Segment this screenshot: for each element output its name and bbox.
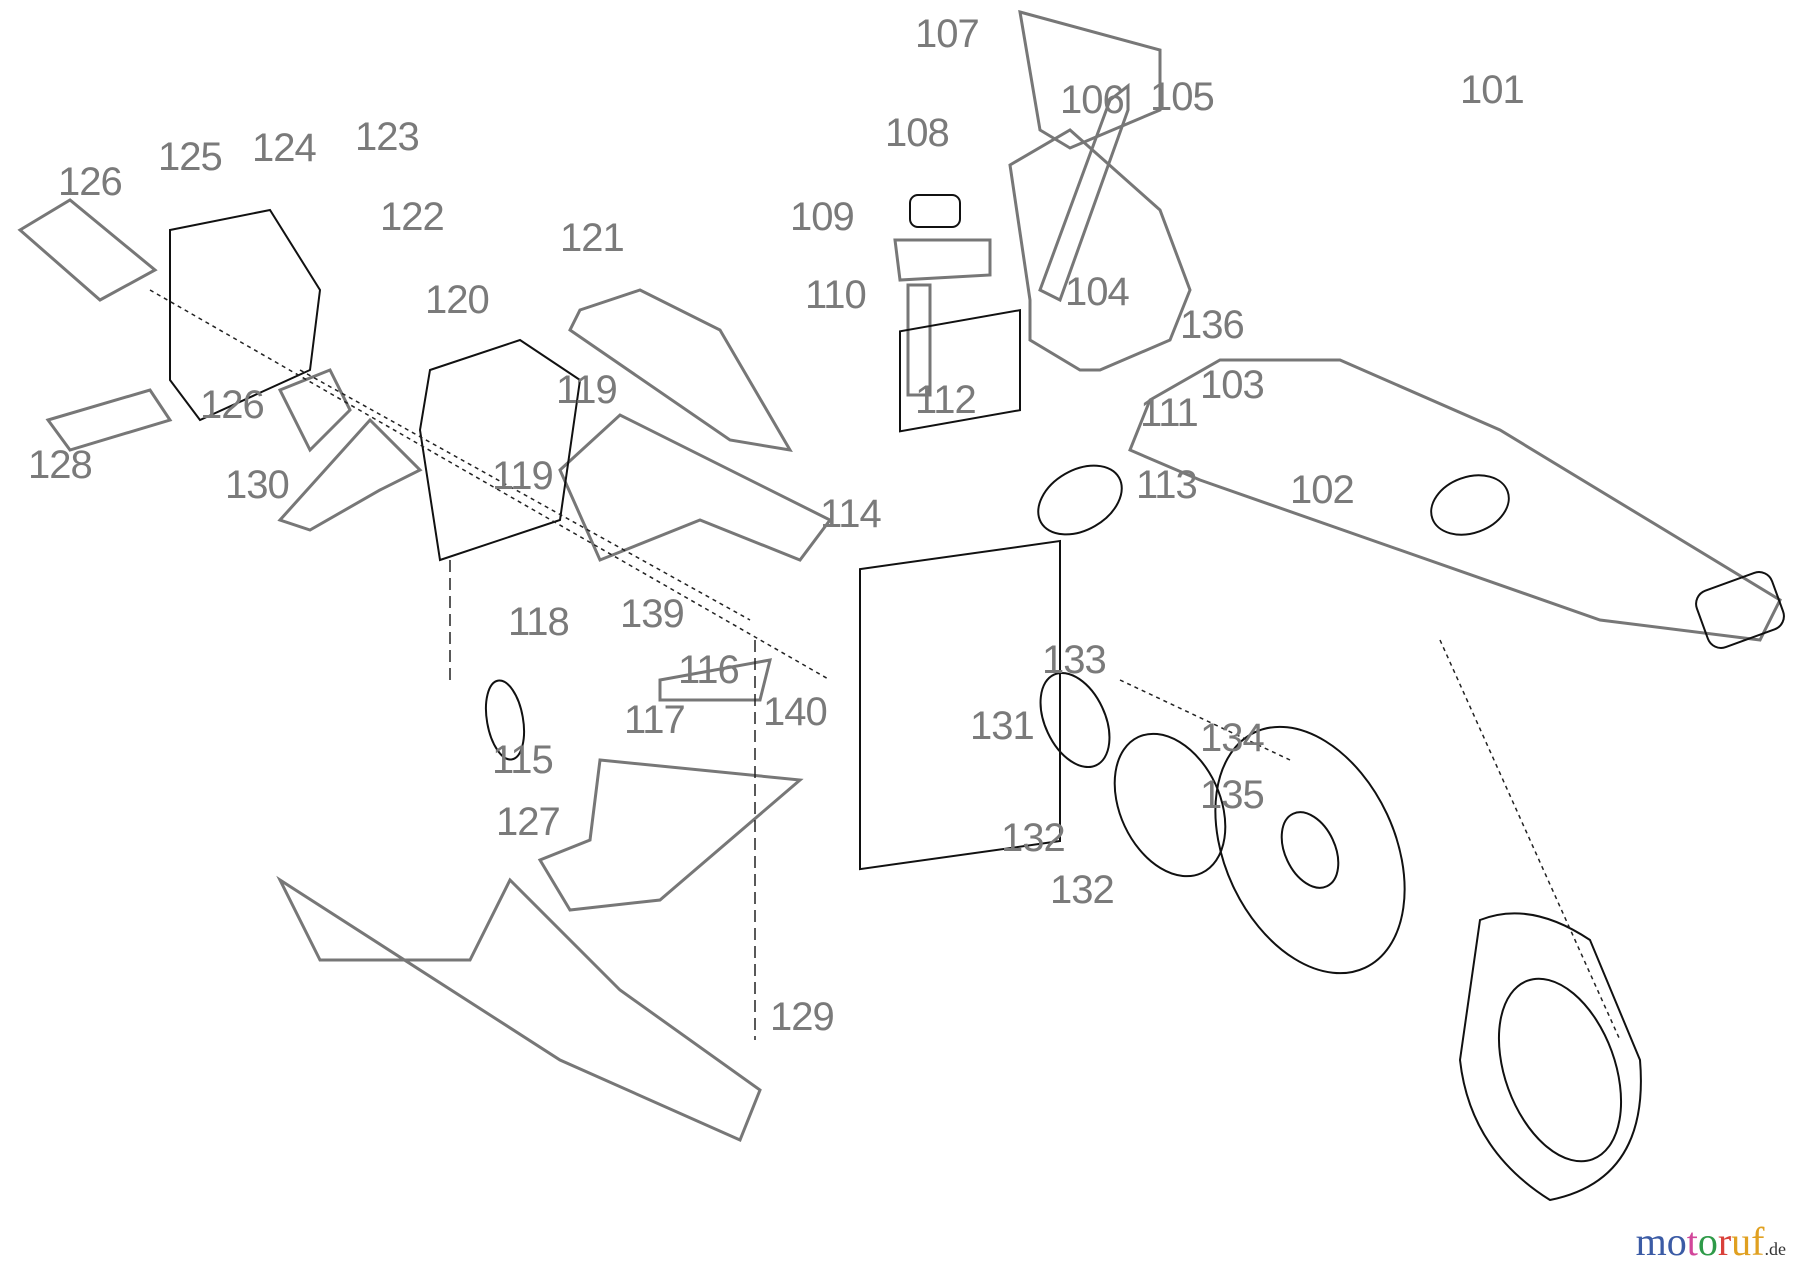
part-label-132b: 132: [1050, 868, 1115, 912]
cylinder-head: [899, 308, 1021, 433]
part-label-120: 120: [425, 278, 490, 322]
crankcase-cover-124: [169, 208, 322, 422]
part-label-121: 121: [560, 216, 625, 260]
piston-108: [909, 194, 961, 228]
group-outline-128: [45, 388, 173, 452]
part-label-130: 130: [225, 463, 290, 507]
group-outline-127: [537, 758, 804, 912]
part-label-117: 117: [624, 698, 686, 742]
part-label-110: 110: [805, 273, 867, 317]
part-label-105: 105: [1150, 75, 1215, 119]
watermark-letter: f: [1751, 1219, 1765, 1264]
part-label-119b: 119: [556, 368, 618, 412]
fan-cover: [1458, 912, 1642, 1202]
part-label-135: 135: [1200, 773, 1265, 817]
part-label-124: 124: [252, 126, 317, 170]
part-label-116: 116: [678, 648, 740, 692]
assembly-line: [149, 289, 831, 681]
starter-motor: [1037, 464, 1123, 536]
part-label-119a: 119: [492, 454, 554, 498]
group-outline-130: [277, 417, 423, 532]
assembly-line: [299, 369, 751, 621]
part-label-109: 109: [790, 195, 855, 239]
part-label-114: 114: [820, 492, 882, 536]
fan-cover-opening: [1497, 977, 1623, 1163]
part-label-103: 103: [1200, 363, 1265, 407]
part-label-129: 129: [770, 995, 835, 1039]
part-label-107: 107: [915, 12, 980, 56]
part-label-102: 102: [1290, 468, 1355, 512]
watermark-letter: m: [1635, 1219, 1667, 1264]
group-outline-126-left: [17, 198, 158, 302]
group-outline-126b: [277, 368, 352, 453]
part-label-136: 136: [1180, 303, 1245, 347]
part-label-128: 128: [28, 443, 93, 487]
part-label-112: 112: [915, 378, 977, 422]
part-label-104: 104: [1065, 270, 1130, 314]
part-label-111: 111: [1140, 391, 1199, 435]
watermark-letter: o: [1697, 1219, 1718, 1264]
engine-block: [859, 539, 1061, 871]
part-label-101: 101: [1460, 68, 1525, 112]
part-label-131: 131: [970, 704, 1035, 748]
part-label-127: 127: [496, 800, 561, 844]
stator-132: [1039, 671, 1111, 769]
part-label-134: 134: [1200, 716, 1265, 760]
part-label-113: 113: [1136, 463, 1198, 507]
air-filter-cover: [1695, 571, 1785, 649]
part-label-126a: 126: [58, 160, 123, 204]
group-outline-119: [558, 413, 833, 562]
part-label-140: 140: [763, 690, 828, 734]
group-outline-104: [1008, 128, 1192, 372]
pulley-132: [1113, 732, 1227, 878]
watermark-letter: o: [1666, 1219, 1687, 1264]
air-filter: [1430, 474, 1510, 536]
group-outline-116: [658, 658, 773, 702]
group-outline-110: [906, 283, 932, 397]
watermark-tld: .de: [1764, 1239, 1787, 1259]
assembly-line: [1439, 639, 1621, 1041]
part-label-122: 122: [380, 195, 445, 239]
watermark-letter: u: [1731, 1219, 1752, 1264]
flywheel-hub: [1280, 811, 1340, 889]
part-label-126b: 126: [200, 383, 265, 427]
group-outline-129: [276, 875, 762, 1143]
part-label-106: 106: [1060, 78, 1125, 122]
part-label-132a: 132: [1001, 816, 1066, 860]
group-outline-101-102: [1128, 358, 1782, 642]
group-outline-107: [1018, 9, 1162, 150]
watermark-logo: motoruf.de: [1636, 1222, 1786, 1262]
group-outline-121: [568, 288, 793, 453]
gear-115: [484, 679, 526, 761]
group-outline-109: [893, 238, 992, 282]
watermark-letter: r: [1717, 1219, 1732, 1264]
part-label-125: 125: [158, 135, 223, 179]
part-label-133: 133: [1042, 638, 1107, 682]
part-label-115: 115: [492, 738, 554, 782]
group-outline-105: [1038, 82, 1130, 303]
flywheel: [1214, 725, 1406, 975]
part-label-108: 108: [885, 111, 950, 155]
part-label-123: 123: [355, 115, 420, 159]
part-label-118: 118: [508, 600, 570, 644]
side-cover-120: [418, 338, 582, 562]
watermark-letter: t: [1686, 1219, 1698, 1264]
part-label-139: 139: [620, 592, 685, 636]
